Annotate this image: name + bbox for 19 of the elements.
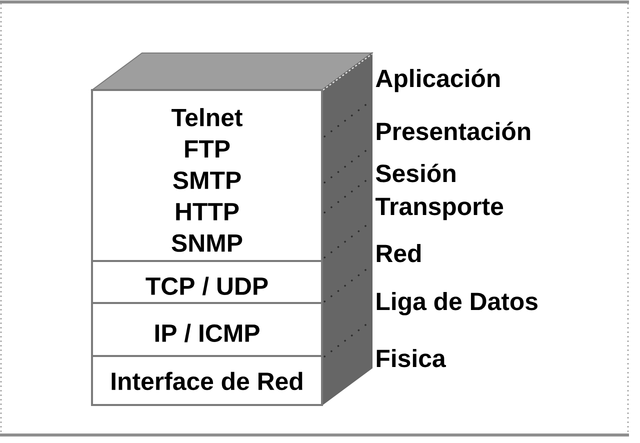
layer-label: Transporte xyxy=(375,198,504,220)
protocol-name: Telnet xyxy=(172,108,242,126)
protocol-name: SMTP xyxy=(173,172,241,190)
protocol-name: TCP / UDP xyxy=(146,276,268,296)
layer-label: Presentación xyxy=(376,122,530,140)
protocol-name: SNMP xyxy=(172,234,242,252)
layer-band xyxy=(91,260,323,304)
layer-band xyxy=(91,302,323,357)
protocol-name: IP / ICMP xyxy=(155,324,260,342)
protocol-name: HTTP xyxy=(176,203,239,220)
layer-label: Red xyxy=(376,244,421,262)
protocol-name: FTP xyxy=(185,140,230,158)
layer-label: Liga de Datos xyxy=(376,292,538,316)
layer-band xyxy=(91,88,323,262)
layer-band xyxy=(91,354,323,406)
layer-label: Fisica xyxy=(376,348,446,368)
layer-label: Aplicación xyxy=(376,68,500,92)
layer-label: Sesión xyxy=(376,164,456,182)
protocol-name: Interface de Red xyxy=(112,372,302,390)
